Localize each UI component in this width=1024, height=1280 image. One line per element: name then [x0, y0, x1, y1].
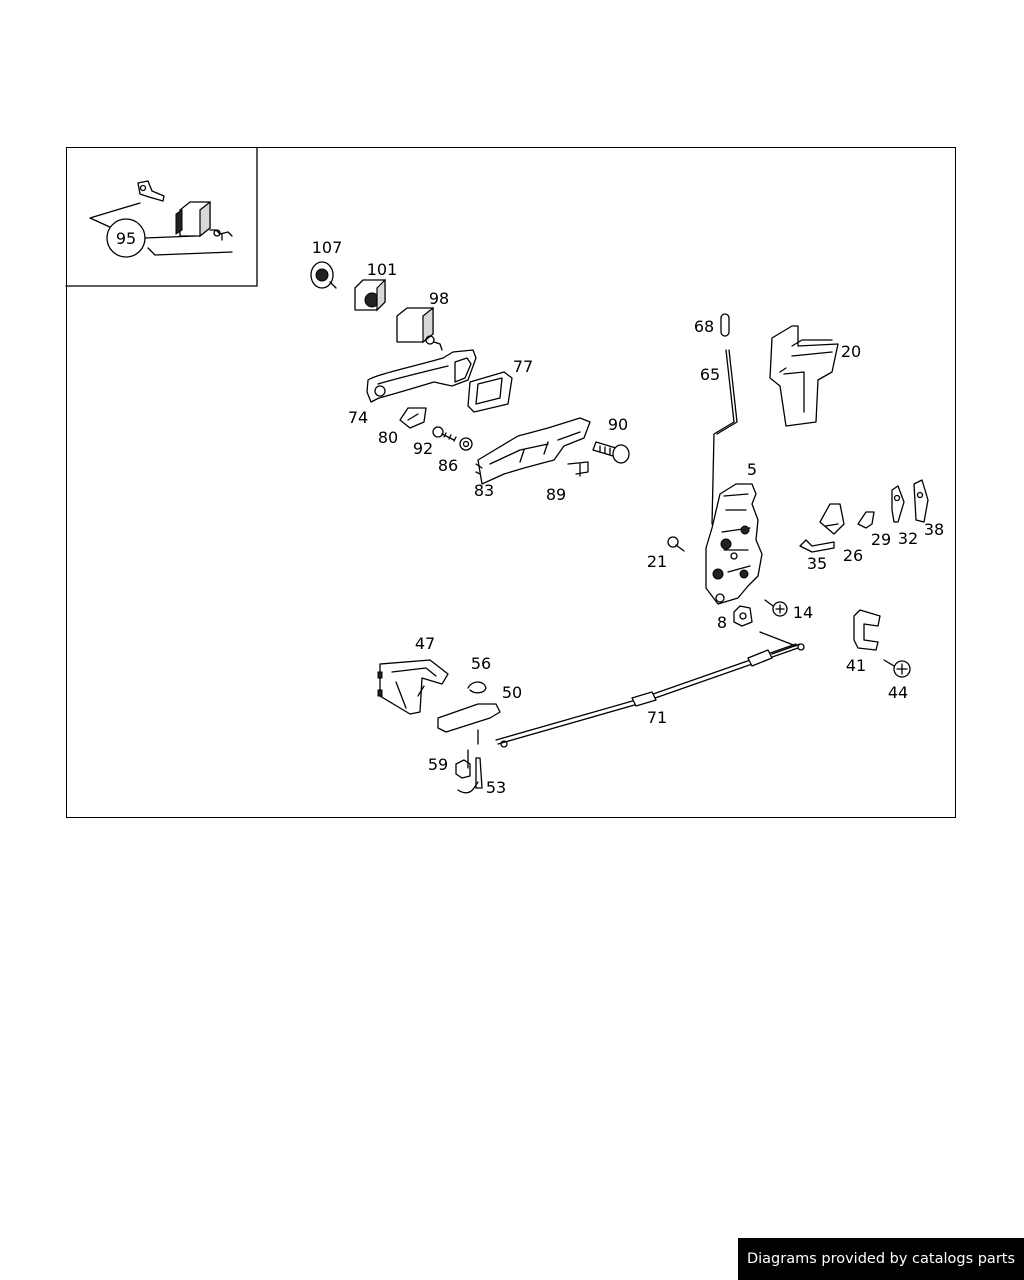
label-14: 14 [793, 603, 813, 622]
label-89: 89 [546, 485, 566, 504]
label-53: 53 [486, 778, 506, 797]
label-21: 21 [647, 552, 667, 571]
label-98: 98 [429, 289, 449, 308]
label-32: 32 [898, 529, 918, 548]
label-59: 59 [428, 755, 448, 774]
label-26: 26 [843, 546, 863, 565]
label-47: 47 [415, 634, 435, 653]
door-lock-parts [667, 313, 929, 678]
label-50: 50 [502, 683, 522, 702]
label-5: 5 [747, 460, 757, 479]
label-38: 38 [924, 520, 944, 539]
label-41: 41 [846, 656, 866, 675]
label-90: 90 [608, 415, 628, 434]
label-44: 44 [888, 683, 908, 702]
inset-panel: 95 [65, 147, 258, 287]
diagram-frame [66, 147, 956, 818]
label-86: 86 [438, 456, 458, 475]
interior-handle-parts [377, 631, 805, 794]
credit-text: Diagrams provided by catalogs parts [746, 1251, 1016, 1267]
label-101: 101 [367, 260, 398, 279]
label-35: 35 [807, 554, 827, 573]
label-80: 80 [378, 428, 398, 447]
label-68: 68 [694, 317, 714, 336]
label-56: 56 [471, 654, 491, 673]
exterior-handle-parts [310, 261, 630, 485]
label-107: 107 [312, 238, 343, 257]
inset-callout-95: 95 [116, 229, 136, 248]
label-71: 71 [647, 708, 667, 727]
credit-badge: Diagrams provided by catalogs parts [738, 1238, 1024, 1280]
label-74: 74 [348, 408, 368, 427]
label-65: 65 [700, 365, 720, 384]
label-77: 77 [513, 357, 533, 376]
label-92: 92 [413, 439, 433, 458]
label-83: 83 [474, 481, 494, 500]
part-labels: 107 101 98 77 74 80 92 86 83 89 90 68 65… [312, 238, 944, 797]
label-20: 20 [841, 342, 861, 361]
label-29: 29 [871, 530, 891, 549]
label-8: 8 [717, 613, 727, 632]
